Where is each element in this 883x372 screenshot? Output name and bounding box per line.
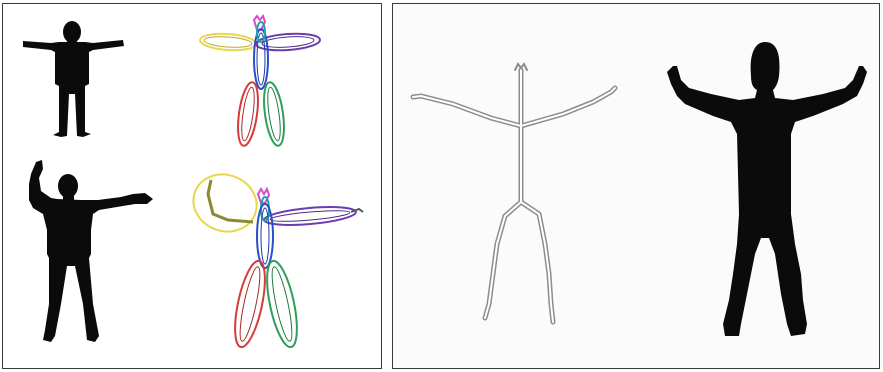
- silhouette-arm-raised: [29, 160, 153, 342]
- silhouette-arms-raised: [667, 42, 867, 336]
- right-panel-graphic: [393, 4, 881, 370]
- left-panel-graphic: [3, 4, 383, 370]
- ellipse-skeleton-arms-out: [200, 16, 321, 147]
- left-panel: [2, 3, 382, 369]
- thin-skeleton: [413, 64, 615, 322]
- silhouette-arms-out: [23, 21, 124, 137]
- ellipse-skeleton-arm-raised: [185, 166, 363, 350]
- right-panel: [392, 3, 880, 369]
